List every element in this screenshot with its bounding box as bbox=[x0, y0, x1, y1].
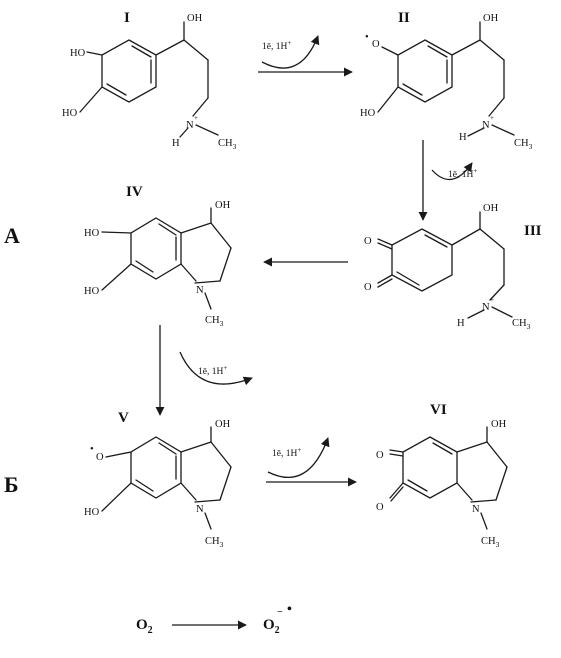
nitrogen-i: N bbox=[186, 120, 194, 131]
step-iv-to-v: 1ē, 1H+ bbox=[155, 325, 253, 416]
oxygen-carbonyl-lower-vi: O bbox=[376, 502, 384, 513]
hydroxyl-oh-iv: OH bbox=[215, 200, 231, 211]
step-i-to-ii: 1ē, 1H+ bbox=[258, 35, 353, 77]
structure-v-radical: V OH N CH3 • O HO bbox=[84, 410, 232, 549]
side-chain-i bbox=[155, 21, 219, 138]
section-label-a: А bbox=[4, 223, 20, 248]
hydrogen-i: H bbox=[172, 138, 180, 149]
nitrogen-iv: N bbox=[196, 285, 204, 296]
oxygen-carbonyl-upper-iii: O bbox=[364, 236, 372, 247]
hydroxyl-ho-upper-i: HO bbox=[70, 48, 86, 59]
hydrogen-ii: H bbox=[459, 132, 467, 143]
superoxide-radical-dot: • bbox=[287, 602, 292, 617]
nitrogen-ii: N bbox=[482, 120, 490, 131]
benzene-ring-ii bbox=[397, 39, 453, 103]
hydroxyl-ho-lower-i: HO bbox=[62, 108, 78, 119]
methyl-iii: CH3 bbox=[512, 318, 531, 331]
hydroxyl-oh-v: OH bbox=[215, 419, 231, 430]
methyl-vi: CH3 bbox=[481, 536, 500, 549]
oxygen-carbonyl-upper-vi: O bbox=[376, 450, 384, 461]
pyrrolidine-ring-vi bbox=[456, 426, 508, 530]
oxygen-radical-ii: O bbox=[372, 39, 380, 50]
hydroxyl-ho-upper-iv: HO bbox=[84, 228, 100, 239]
condition-v-vi: 1ē, 1H+ bbox=[272, 446, 301, 459]
methyl-iv: CH3 bbox=[205, 315, 224, 328]
label-iii: III bbox=[524, 223, 542, 239]
radical-dot-v: • bbox=[90, 444, 94, 455]
nitrogen-charge-iii: + bbox=[490, 296, 494, 304]
methyl-v: CH3 bbox=[205, 536, 224, 549]
pyrrolidine-ring-iv bbox=[180, 207, 232, 310]
quinone-ring-vi bbox=[402, 436, 458, 499]
benzene-ring-v bbox=[130, 436, 182, 499]
side-chain-iii bbox=[451, 211, 513, 319]
oxygen-carbonyl-lower-iii: O bbox=[364, 282, 372, 293]
label-ii: II bbox=[398, 10, 410, 26]
label-vi: VI bbox=[430, 402, 447, 418]
hydroxyl-ho-ii: HO bbox=[360, 108, 376, 119]
hydroxyl-oh-iii: OH bbox=[483, 203, 499, 214]
quinone-ring-iii bbox=[391, 228, 453, 292]
carbonyls-vi bbox=[389, 449, 404, 502]
superoxide-product: O2 bbox=[263, 617, 280, 636]
condition-i-ii: 1ē, 1H+ bbox=[262, 39, 291, 52]
pyrrolidine-ring-v bbox=[180, 426, 232, 530]
hydroxyl-oh-ii: OH bbox=[483, 13, 499, 24]
benzene-ring-iv bbox=[130, 217, 182, 280]
methyl-ii: CH3 bbox=[514, 138, 533, 151]
oxygen-reduction: O2 O2 − • bbox=[136, 602, 292, 636]
structure-vi-adrenochrome: VI O O OH N CH3 bbox=[376, 402, 508, 549]
structure-i-adrenaline: I HO HO OH N + H CH3 bbox=[62, 10, 237, 151]
oxygen-radical-v: O bbox=[96, 452, 104, 463]
nitrogen-iii: N bbox=[482, 302, 490, 313]
curved-arrow-ii-iii bbox=[431, 162, 473, 180]
benzene-ring-i bbox=[101, 39, 157, 103]
nitrogen-v: N bbox=[196, 504, 204, 515]
carbonyls-iii bbox=[377, 238, 393, 288]
condition-ii-iii: 1ē, 1H+ bbox=[448, 167, 477, 180]
curved-arrow-iv-v bbox=[179, 351, 253, 386]
section-label-b: Б bbox=[4, 472, 19, 497]
step-ii-to-iii: 1ē, 1H+ bbox=[418, 140, 477, 221]
nitrogen-vi: N bbox=[472, 504, 480, 515]
label-iv: IV bbox=[126, 184, 143, 200]
structure-iv-leucoadrenochrome: IV OH N CH3 HO HO bbox=[84, 184, 232, 328]
hydroxyl-oh-vi: OH bbox=[491, 419, 507, 430]
side-chain-ii bbox=[451, 21, 515, 137]
hydrogen-iii: H bbox=[457, 318, 465, 329]
curved-arrow-v-vi bbox=[267, 437, 330, 478]
label-v: V bbox=[118, 410, 129, 426]
condition-iv-v: 1ē, 1H+ bbox=[198, 364, 227, 377]
nitrogen-charge-ii: + bbox=[490, 114, 494, 122]
dioxygen-reactant: O2 bbox=[136, 617, 153, 636]
superoxide-charge: − bbox=[277, 607, 283, 618]
hydroxyl-ho-lower-iv: HO bbox=[84, 286, 100, 297]
hydroxyl-oh-i: OH bbox=[187, 13, 203, 24]
hydroxyl-ho-v: HO bbox=[84, 507, 100, 518]
nitrogen-charge-i: + bbox=[194, 114, 198, 122]
methyl-i: CH3 bbox=[218, 138, 237, 151]
curved-arrow-i-ii bbox=[261, 35, 320, 69]
structure-iii-quinone: III O O OH N + H CH3 bbox=[364, 203, 542, 331]
step-v-to-vi: 1ē, 1H+ bbox=[266, 437, 357, 487]
label-i: I bbox=[124, 10, 130, 26]
structure-ii-radical: II • O HO OH N + H CH3 bbox=[360, 10, 533, 151]
radical-dot-ii: • bbox=[365, 32, 369, 43]
